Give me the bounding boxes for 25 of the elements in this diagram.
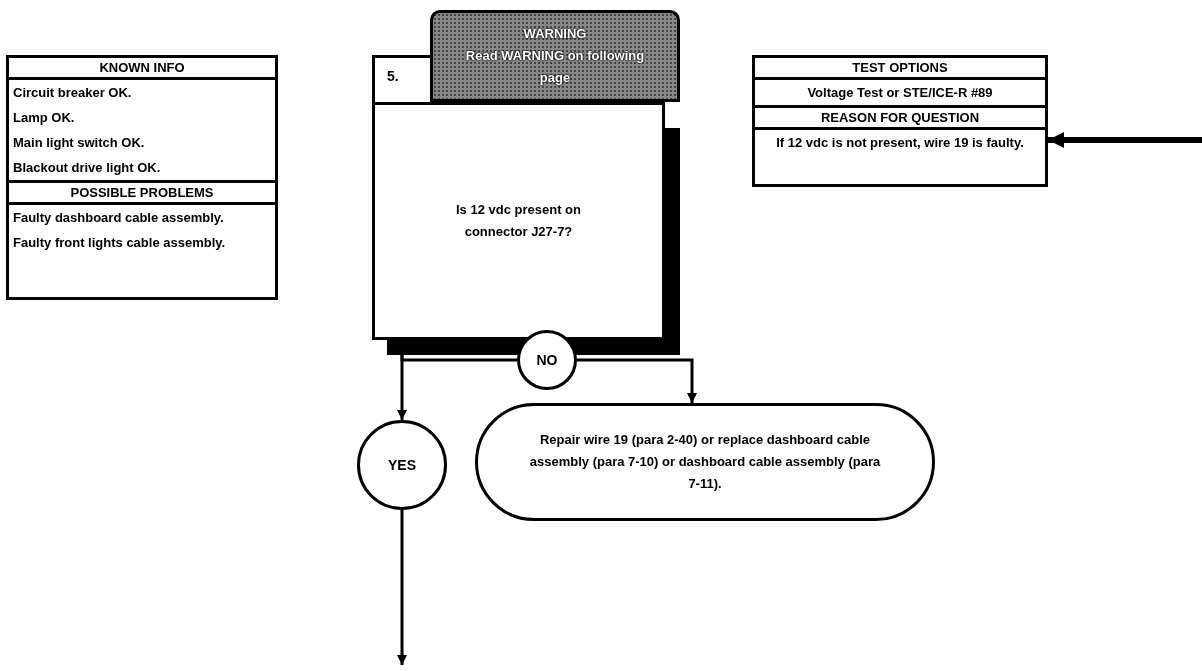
warning-box — [430, 10, 680, 102]
info-table — [6, 55, 278, 300]
table-entry: If 12 vdc is not present, wire 19 is faulty. — [775, 134, 1025, 152]
arrow — [577, 358, 697, 403]
table-heading: KNOWN INFO — [9, 58, 275, 80]
warning-text: WARNING — [522, 25, 588, 43]
table-entry: Circuit breaker OK. — [12, 84, 133, 102]
table-entry: Lamp OK. — [12, 109, 76, 127]
table-entry: Blackout drive light OK. — [12, 159, 162, 177]
warning-text: Read WARNING on following page — [464, 47, 646, 87]
table-entry: Faulty front lights cable assembly. — [12, 234, 227, 252]
table-entry: Faulty dashboard cable assembly. — [12, 209, 225, 227]
table-entry: Main light switch OK. — [12, 134, 146, 152]
arrow — [1048, 132, 1202, 148]
table-heading: REASON FOR QUESTION — [755, 105, 1045, 130]
table-heading: POSSIBLE PROBLEMS — [9, 180, 275, 205]
arrow — [397, 355, 407, 420]
table-entry: Voltage Test or STE/ICE-R #89 — [806, 84, 994, 102]
action-text: Repair wire 19 (para 2-40) or replace dashboard cable assembly (para 7-10) or dashboard cable assembly (para 7-11). — [528, 431, 882, 493]
decision-answer: YES — [388, 457, 416, 473]
arrow — [397, 510, 407, 665]
info-table — [752, 55, 1048, 187]
table-heading: TEST OPTIONS — [755, 58, 1045, 80]
question-text: Is 12 vdc present on connector J27-7? — [372, 102, 665, 340]
decision-answer: NO — [536, 352, 558, 368]
